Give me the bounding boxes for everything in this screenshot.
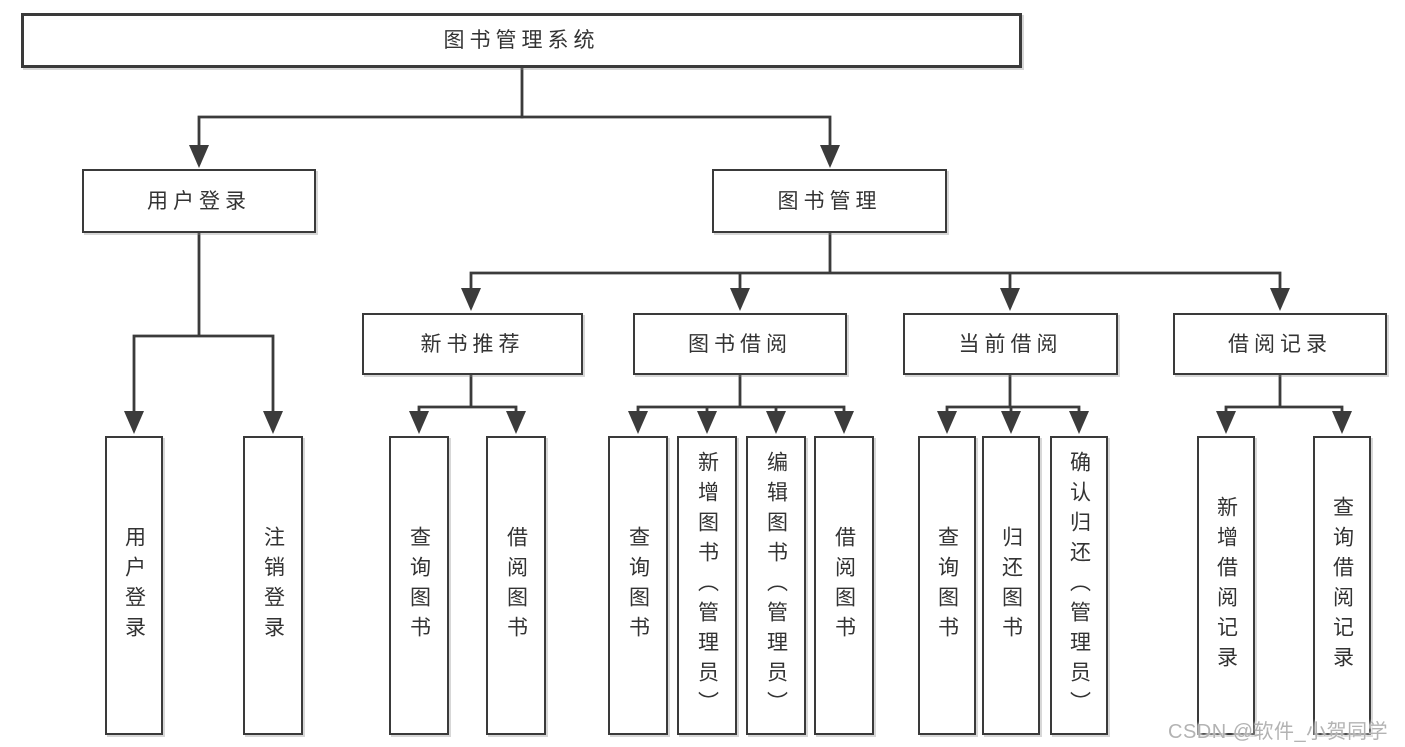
node-book-borrowing-label: 图书借阅 xyxy=(688,332,792,356)
node-user-login-label: 用户登录 xyxy=(147,189,251,213)
node-borrowing-records: 借阅记录 xyxy=(1173,313,1387,375)
leaf-recommend-borrow-books: 借阅图书 xyxy=(486,436,546,735)
leaf-user-login-label: 用户登录 xyxy=(122,525,146,646)
leaf-current-query-books: 查询图书 xyxy=(918,436,976,735)
leaf-records-query-record-label: 查询借阅记录 xyxy=(1330,495,1354,676)
leaf-user-login: 用户登录 xyxy=(105,436,163,735)
leaf-current-return-books: 归还图书 xyxy=(982,436,1040,735)
leaf-borrowing-borrow-books-label: 借阅图书 xyxy=(832,525,856,646)
leaf-recommend-query-books: 查询图书 xyxy=(389,436,449,735)
leaf-records-add-record: 新增借阅记录 xyxy=(1197,436,1255,735)
leaf-borrowing-add-books: 新增图书（管理员） xyxy=(677,436,737,735)
leaf-borrowing-add-books-label: 新增图书（管理员） xyxy=(695,450,719,721)
leaf-borrowing-edit-books: 编辑图书（管理员） xyxy=(746,436,806,735)
node-new-book-recommend-label: 新书推荐 xyxy=(420,332,525,356)
leaf-records-query-record: 查询借阅记录 xyxy=(1313,436,1371,735)
node-root: 图书管理系统 xyxy=(21,13,1022,68)
leaf-borrowing-borrow-books: 借阅图书 xyxy=(814,436,874,735)
leaf-logout-label: 注销登录 xyxy=(261,525,285,646)
node-root-label: 图书管理系统 xyxy=(443,29,600,52)
node-book-borrowing: 图书借阅 xyxy=(633,313,847,375)
node-book-management-label: 图书管理 xyxy=(777,189,882,213)
leaf-borrowing-query-books: 查询图书 xyxy=(608,436,668,735)
leaf-current-query-books-label: 查询图书 xyxy=(935,525,959,646)
watermark: CSDN @软件_小贺同学 xyxy=(1168,721,1389,743)
node-new-book-recommend: 新书推荐 xyxy=(362,313,583,375)
node-book-management: 图书管理 xyxy=(712,169,947,233)
node-current-borrowing-label: 当前借阅 xyxy=(958,332,1063,356)
node-current-borrowing: 当前借阅 xyxy=(903,313,1118,375)
leaf-logout: 注销登录 xyxy=(243,436,303,735)
leaf-records-add-record-label: 新增借阅记录 xyxy=(1214,495,1238,676)
leaf-current-confirm-return-label: 确认归还（管理员） xyxy=(1067,450,1091,721)
node-borrowing-records-label: 借阅记录 xyxy=(1228,332,1332,356)
leaf-borrowing-query-books-label: 查询图书 xyxy=(626,525,650,646)
leaf-borrowing-edit-books-label: 编辑图书（管理员） xyxy=(764,450,788,721)
node-user-login: 用户登录 xyxy=(82,169,316,233)
leaf-current-confirm-return: 确认归还（管理员） xyxy=(1050,436,1108,735)
leaf-recommend-borrow-books-label: 借阅图书 xyxy=(504,525,528,646)
leaf-current-return-books-label: 归还图书 xyxy=(999,525,1023,646)
leaf-recommend-query-books-label: 查询图书 xyxy=(407,525,431,646)
